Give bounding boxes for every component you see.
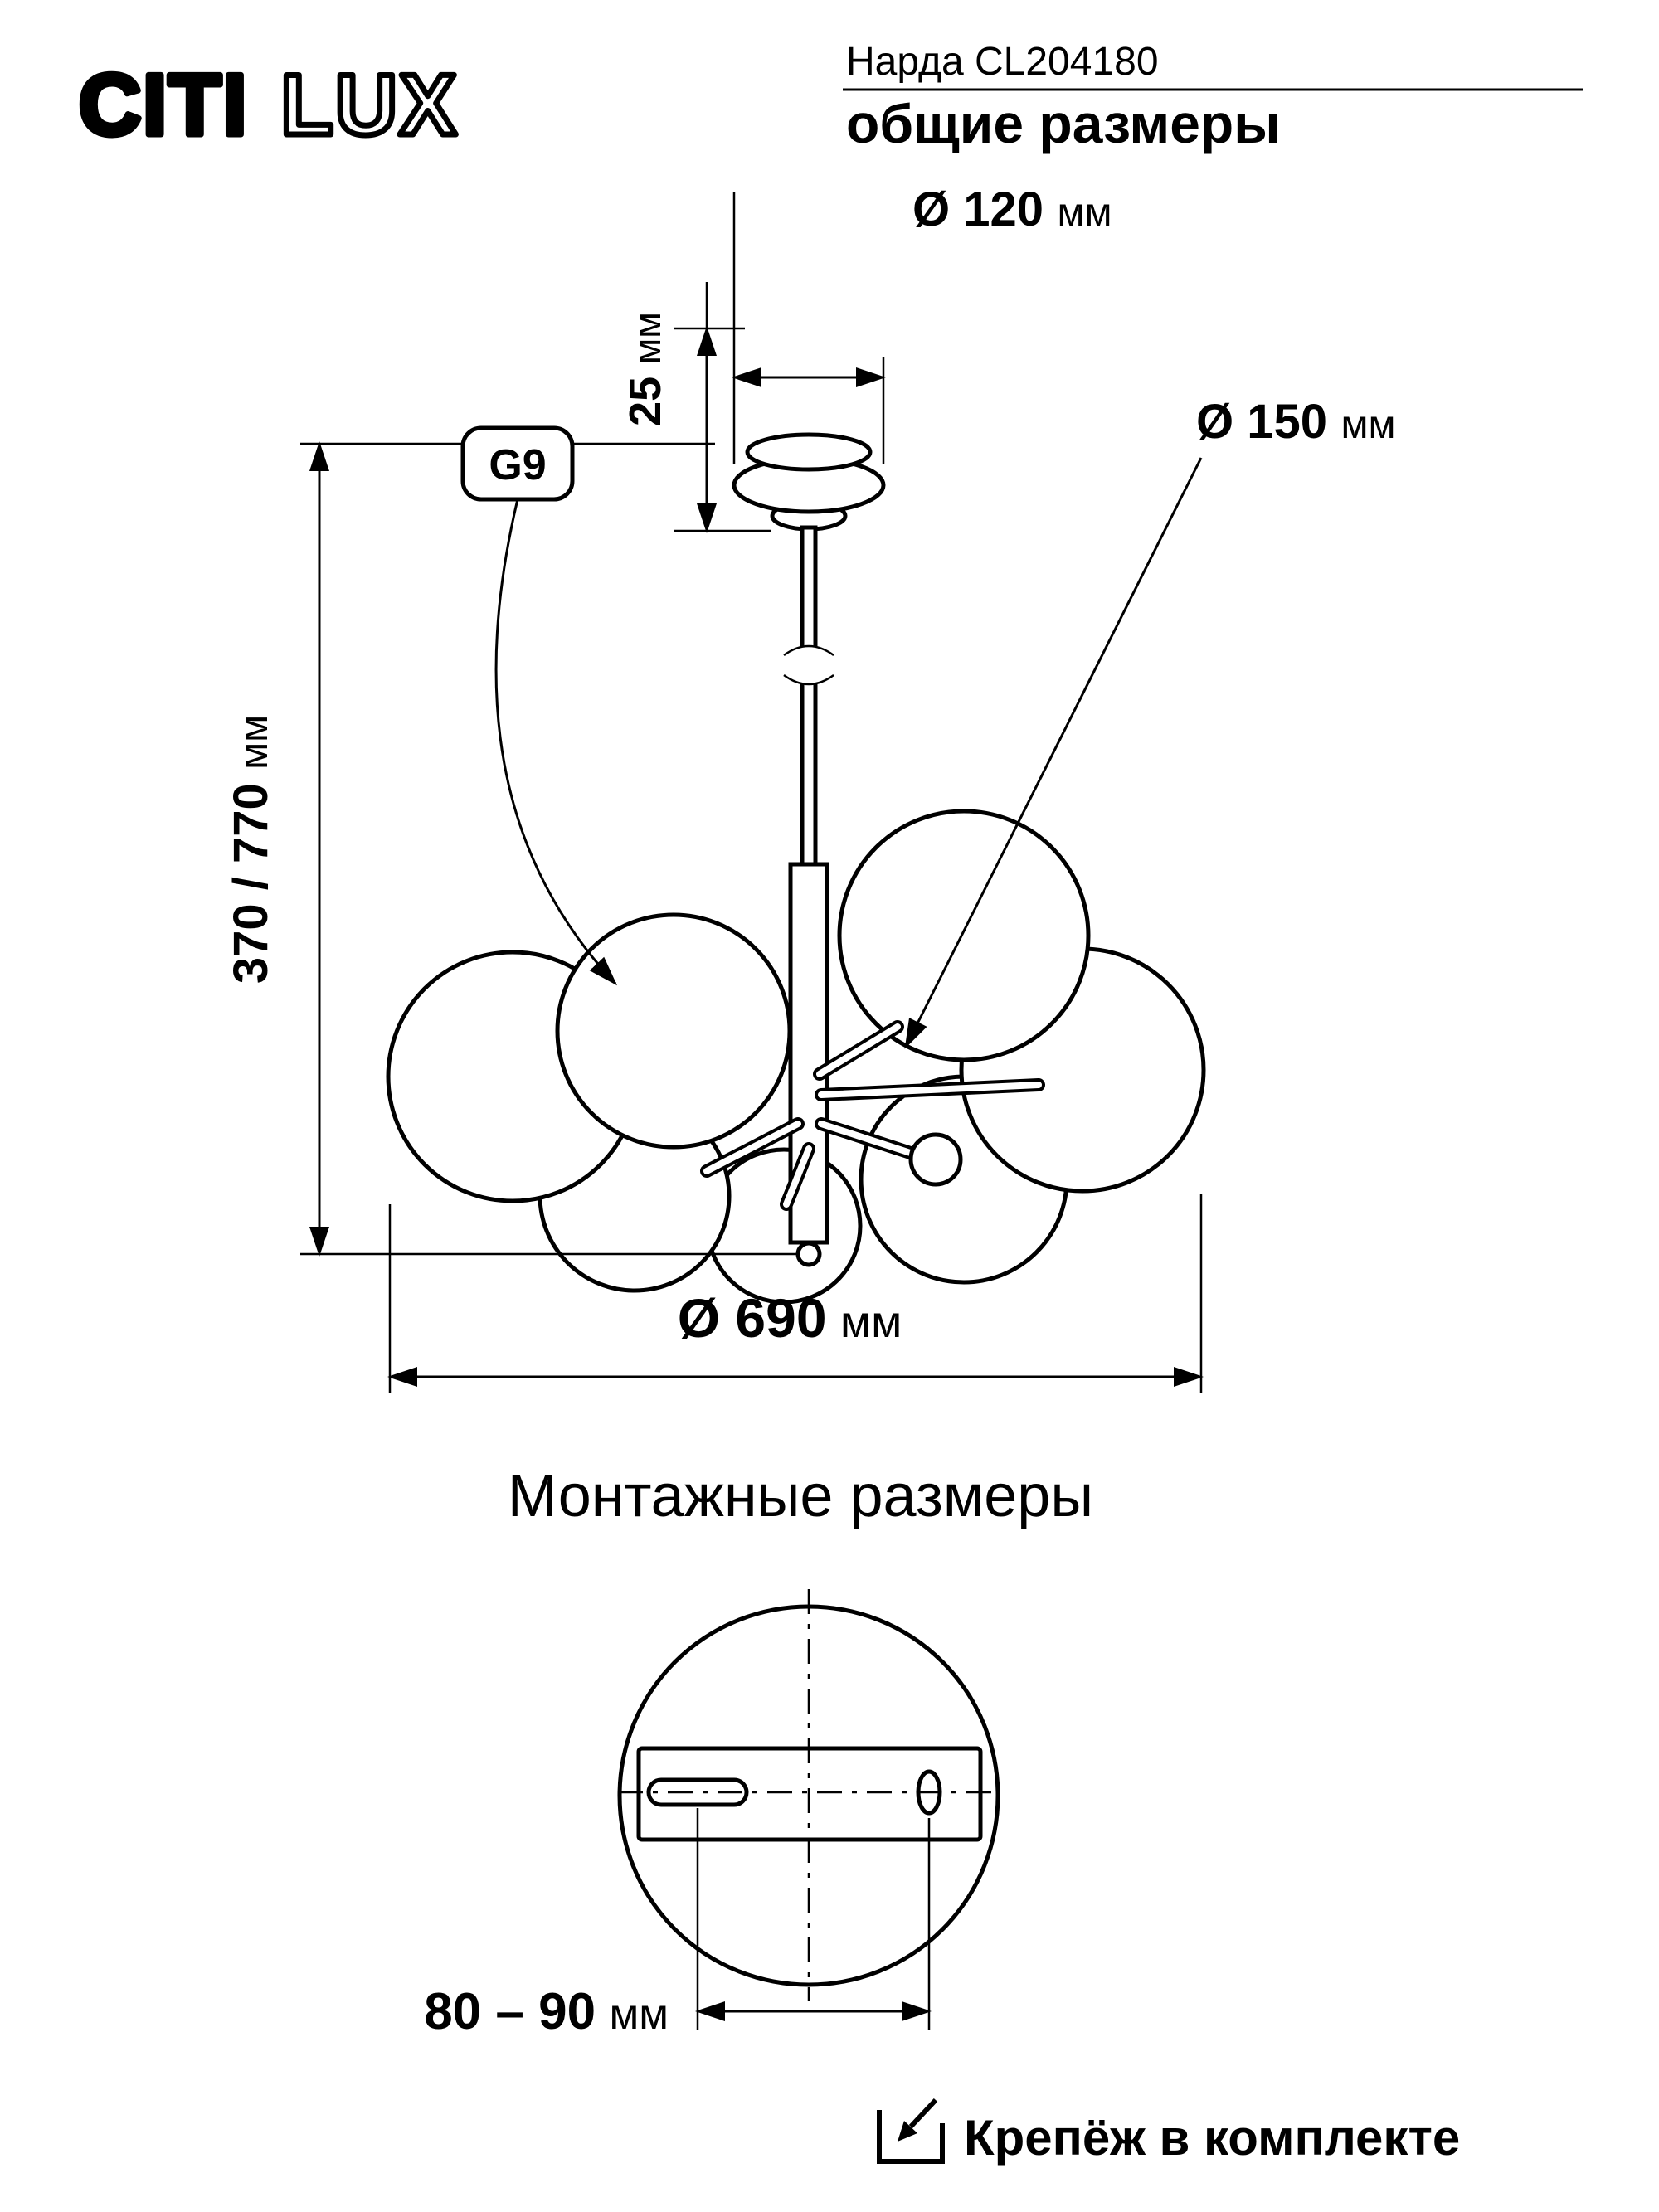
dimension-fixture-diameter: Ø 690 мм xyxy=(387,1194,1204,1393)
model-name: Нарда CL204180 xyxy=(846,40,1159,84)
glass-sphere xyxy=(837,809,1091,1062)
dimension-label-fixture-diameter: Ø 690 мм xyxy=(678,1287,902,1349)
dimension-label-canopy-height: 25 мм xyxy=(620,312,670,426)
socket-callout: G9 xyxy=(460,425,618,986)
header: CITI LUX Нарда CL204180 общие размеры xyxy=(76,40,1583,157)
mounting-slot xyxy=(646,1777,749,1807)
dimension-hole-spacing: 80 – 90 мм xyxy=(424,1808,932,2040)
bottom-finial xyxy=(795,1241,822,1267)
brand-logo: CITI LUX xyxy=(79,57,458,153)
mounting-title: Монтажные размеры xyxy=(508,1463,1093,1529)
dimension-canopy-height: 25 мм xyxy=(620,282,771,533)
dimension-canopy-diameter: Ø 120 мм xyxy=(732,182,1112,464)
glass-sphere xyxy=(705,1147,863,1305)
dimension-shade-diameter: Ø 150 мм xyxy=(904,395,1395,1049)
shade-leader-arrow xyxy=(904,457,1203,1049)
dimension-total-height: 370 / 770 мм xyxy=(224,441,798,1257)
dimension-label-total-height: 370 / 770 мм xyxy=(224,715,278,984)
chandelier-drawing: Ø 120 мм 25 мм 370 / 770 мм xyxy=(224,182,1395,1393)
ceiling-canopy xyxy=(732,432,886,532)
dimension-label-shade-diameter: Ø 150 мм xyxy=(1196,395,1395,449)
footer-note: Крепёж в комплекте xyxy=(964,2110,1460,2166)
socket-leader-arrow xyxy=(494,498,618,986)
rod-break-mask xyxy=(784,646,834,684)
included-icon xyxy=(877,2098,945,2164)
brand-logo-solid: CITI xyxy=(79,57,248,153)
socket-type-label: G9 xyxy=(489,441,546,489)
footer: Крепёж в комплекте xyxy=(877,2098,1460,2166)
sheet-subtitle: общие размеры xyxy=(846,93,1281,154)
glass-sphere xyxy=(555,912,792,1150)
rod-break-line xyxy=(783,673,834,686)
central-body xyxy=(788,862,830,1267)
suspension-rod xyxy=(783,525,834,868)
dimension-label-hole-spacing: 80 – 90 мм xyxy=(424,1983,669,2040)
brand-logo-outline: LUX xyxy=(280,57,458,153)
dimension-label-canopy-diameter: Ø 120 мм xyxy=(912,182,1112,236)
rod-break-line xyxy=(783,644,834,657)
lamp-arms xyxy=(700,1020,1045,1211)
mounting-section: Монтажные размеры 80 – 90 мм xyxy=(424,1463,1093,2040)
lamp-socket xyxy=(908,1132,963,1187)
